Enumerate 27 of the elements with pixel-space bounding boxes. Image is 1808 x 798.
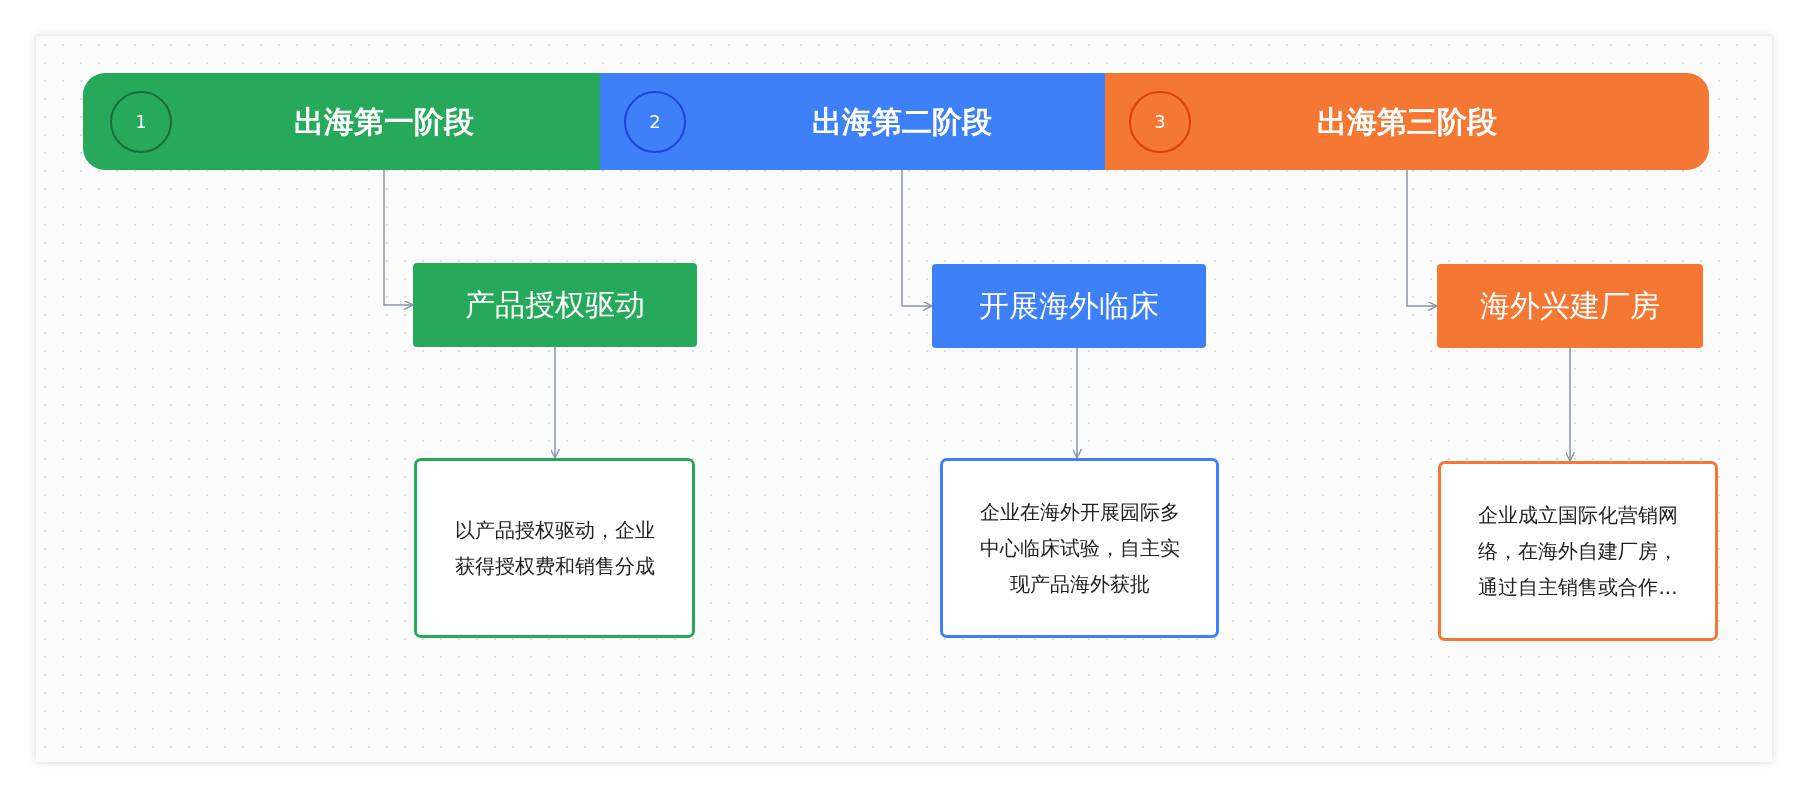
description-box [940, 458, 1219, 638]
step-box [413, 263, 697, 347]
description-box [414, 458, 695, 638]
description-box [1438, 461, 1718, 641]
description-text: 以产品授权驱动，企业获得授权费和销售分成 [453, 517, 656, 580]
step-title: 开展海外临床 [979, 286, 1159, 325]
connector-arrow [901, 169, 933, 312]
step-number-badge: 2 [624, 91, 686, 153]
stage-title: 出海第一阶段 [294, 103, 474, 141]
stage-title: 出海第二阶段 [812, 103, 992, 141]
stage-band [1105, 73, 1709, 170]
description-text: 企业在海外开展园际多中心临床试验，自主实现产品海外获批 [978, 499, 1181, 598]
step-number-badge: 1 [110, 91, 172, 153]
stage-band [600, 73, 1105, 170]
description-text: 企业成立国际化营销网络，在海外自建厂房，通过自主销售或合作... [1477, 502, 1679, 601]
stage-title: 出海第三阶段 [1317, 103, 1497, 141]
connector-arrow [383, 169, 414, 311]
connector-arrow [1406, 169, 1438, 312]
step-title: 产品授权驱动 [465, 285, 645, 324]
connector-arrow [549, 346, 561, 459]
step-box [1437, 264, 1703, 348]
step-title: 海外兴建厂房 [1480, 286, 1660, 325]
connector-arrow [1564, 347, 1576, 462]
step-number-badge: 3 [1129, 91, 1191, 153]
stage-band [83, 73, 600, 170]
step-box [932, 264, 1206, 348]
connector-arrow [1071, 347, 1083, 459]
